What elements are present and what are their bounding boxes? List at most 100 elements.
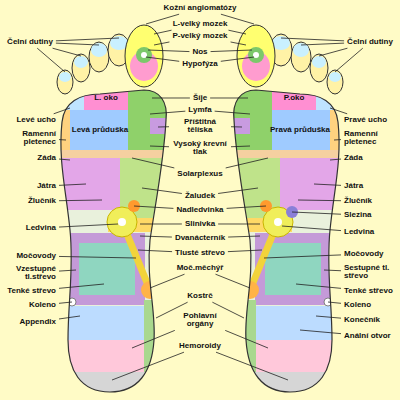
leader-line [59,224,118,227]
organ-label: Žlučník [28,197,56,205]
leader-line [231,146,250,148]
organ-label: Ramenní pletenec [12,130,56,147]
organ-label: Levé ucho [16,116,56,124]
leader-line [330,159,341,161]
leader-line [54,108,70,114]
organ-label: Játra [37,182,56,190]
leader-line [59,256,136,258]
organ-label: Solarplexus [177,170,222,178]
leader-line [134,206,173,208]
organ-label: Ledvina [26,224,56,232]
leader-line [152,97,190,98]
organ-label: Sestupné tl. střevo [344,264,396,281]
leader-line [53,48,81,56]
leader-line [334,139,341,140]
leader-line [148,50,189,52]
leader-line [212,302,244,318]
organ-label: Záda [344,154,363,162]
leader-line [150,274,185,288]
leader-line [59,200,102,202]
organ-label: Konečník [344,316,380,324]
leader-line [330,108,347,114]
organ-label: Tlusté střevo [175,249,225,257]
right-foot [220,25,350,400]
leader-line [221,57,254,61]
leader-line [158,126,169,127]
organ-label: Pohlavní orgány [172,312,228,329]
organ-label: Pravé ucho [344,116,387,124]
leader-line [335,48,363,72]
region-label: P.oko [284,94,305,102]
leader-line [227,206,266,208]
leader-line [324,270,341,272]
region-label: Pravá průduška [270,126,330,134]
organ-label: Nos [192,48,207,56]
leader-line [218,188,258,193]
leader-line [215,274,250,288]
organ-label: Vysoký krevní tlak [172,140,228,157]
leader-line [140,236,172,237]
organ-label: Močovody [16,252,56,260]
organ-label: Slezina [344,211,372,219]
organ-label: Kostrč [187,292,212,300]
leader-line [215,111,250,114]
leader-line [59,284,104,288]
leader-line [281,38,344,41]
leader-line [59,302,72,303]
leader-line [154,30,172,34]
leader-line [150,111,185,114]
leader-line [142,188,182,193]
leader-line [140,223,182,224]
leader-line [226,158,268,168]
organ-label: Appendix [20,318,56,326]
leader-line [59,139,66,140]
leader-line [296,284,341,288]
organ-label: Lymfa [188,106,211,114]
leader-line [154,42,169,45]
organ-label: P-velký mozek [172,32,227,40]
organ-label: Hypofýza [182,60,218,68]
organ-label: Nadledvinka [176,206,223,214]
leader-line [264,255,341,258]
leader-line [37,48,65,72]
leader-line [150,146,169,148]
organ-label: Dvanácterník [175,234,225,242]
organ-label: Žaludek [185,192,215,200]
organ-label: Ledvina [344,228,374,236]
leader-line [156,302,188,318]
organ-label: L-velký mozek [173,20,228,28]
organ-label: Koleno [29,301,56,309]
leader-line [211,50,252,52]
organ-label: Ramenní pletenec [344,130,388,147]
organ-label: Vzestupné tl.střevo [4,265,56,282]
organ-label: Močovody [344,250,384,258]
leader-line [59,270,76,271]
leader-line [282,226,341,231]
leader-line [228,250,262,252]
leader-line [292,212,341,214]
organ-label: Tenké střevo [344,287,393,295]
organ-label: Slinivka [185,220,215,228]
organ-label: Kožní angiomatózy [164,4,237,12]
leader-line [231,42,246,45]
leader-line [210,97,248,98]
leader-line [316,316,341,318]
leader-line [301,43,344,45]
leader-line [228,30,246,34]
leader-line [216,352,288,380]
organ-label: Žlučník [344,197,372,205]
organ-label: Čelní dutiny [347,38,393,46]
leader-line [59,159,70,161]
leader-line [231,126,242,127]
leader-line [300,330,341,334]
leader-line [218,223,260,224]
leader-line [112,352,184,380]
leader-line [314,184,341,185]
organ-label: Čelní dutiny [7,38,53,46]
leader-line [56,43,99,45]
leader-line [59,184,86,185]
organ-label: Moč.měchýř [177,264,224,272]
organ-label: Tenké střevo [7,287,56,295]
